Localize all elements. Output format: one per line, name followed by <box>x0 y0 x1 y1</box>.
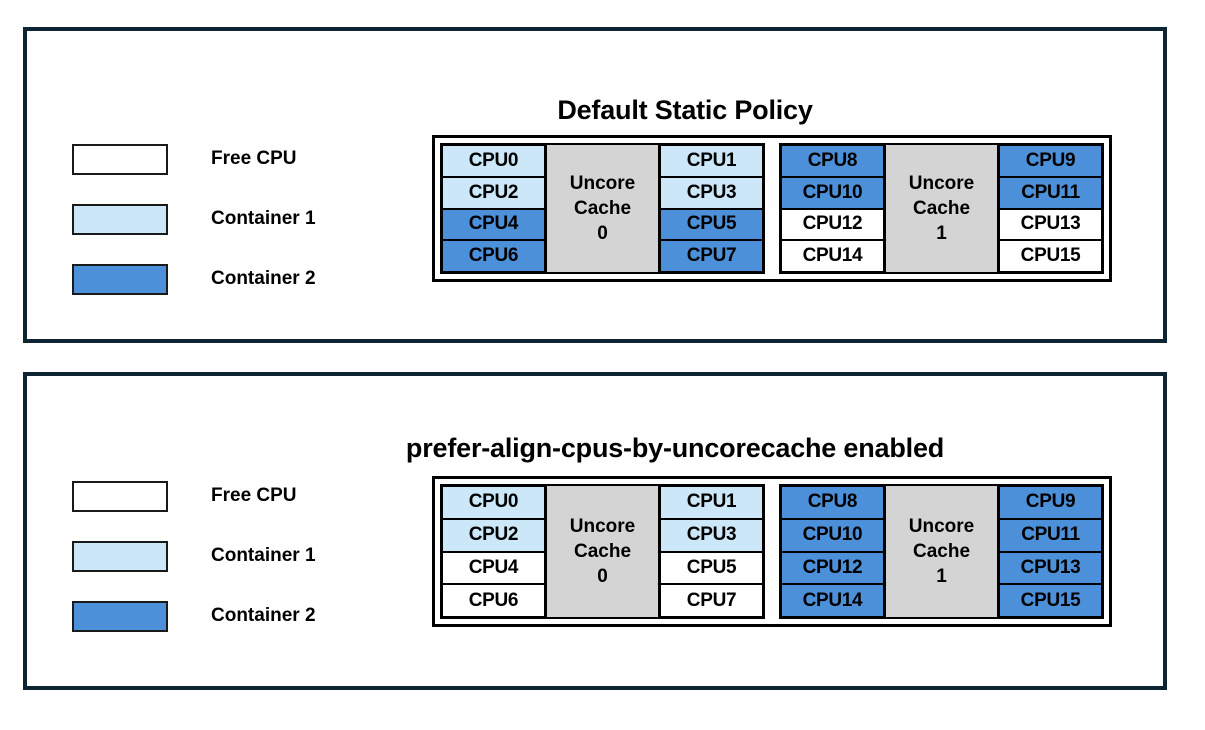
legend-label: Container 1 <box>211 208 316 229</box>
uncore-cache-index: 0 <box>597 223 608 245</box>
cpu-cell-cpu13: CPU13 <box>998 207 1103 242</box>
cpu-cell-cpu0: CPU0 <box>441 144 546 178</box>
diagram-panel-default-static-policy: Default Static Policy Free CPU Container … <box>23 27 1167 343</box>
cpu-cell-cpu11: CPU11 <box>998 175 1103 210</box>
cpu-cell-cpu7: CPU7 <box>659 239 764 273</box>
uncore-cache-label-line1: Uncore <box>569 172 636 194</box>
cpu-cell-cpu15: CPU15 <box>998 583 1103 618</box>
legend-item: Container 1 <box>72 189 316 249</box>
cpu-cell-cpu10: CPU10 <box>780 517 885 553</box>
uncore-cache-label-line1: Uncore <box>569 515 636 537</box>
uncore-cache-index: 1 <box>936 223 947 245</box>
legend-label: Free CPU <box>211 485 297 506</box>
cpu-cell-cpu9: CPU9 <box>998 485 1103 520</box>
legend-swatch-c1 <box>72 540 168 572</box>
legend-label: Container 2 <box>211 605 316 626</box>
uncore-cache-label-line2: Cache <box>912 197 971 219</box>
legend-swatch-c2 <box>72 263 168 295</box>
cpu-cell-cpu14: CPU14 <box>780 239 885 273</box>
legend-label: Free CPU <box>211 148 297 169</box>
legend-label: Container 1 <box>211 545 316 566</box>
legend-item: Container 1 <box>72 526 316 586</box>
legend-swatch-c2 <box>72 600 168 632</box>
cpu-cell-cpu4: CPU4 <box>441 550 546 586</box>
cpu-cell-cpu8: CPU8 <box>780 144 885 178</box>
legend-label: Container 2 <box>211 268 316 289</box>
cpu-cell-cpu6: CPU6 <box>441 583 546 618</box>
legend-swatch-free <box>72 480 168 512</box>
cpu-cell-cpu14: CPU14 <box>780 583 885 618</box>
cpu-cell-cpu2: CPU2 <box>441 175 546 210</box>
legend-item: Free CPU <box>72 466 316 526</box>
legend: Free CPU Container 1 Container 2 <box>72 129 316 309</box>
cpu-cell-cpu4: CPU4 <box>441 207 546 242</box>
legend-swatch-free <box>72 143 168 175</box>
cpu-cell-cpu1: CPU1 <box>659 485 764 520</box>
cpu-cell-cpu12: CPU12 <box>780 550 885 586</box>
cpu-cell-cpu7: CPU7 <box>659 583 764 618</box>
cpu-cell-cpu11: CPU11 <box>998 517 1103 553</box>
legend-item: Free CPU <box>72 129 316 189</box>
legend-item: Container 2 <box>72 586 316 646</box>
uncore-cache-index: 1 <box>936 566 947 588</box>
cpu-cell-cpu12: CPU12 <box>780 207 885 242</box>
page-title: prefer-align-cpus-by-uncorecache enabled <box>405 433 945 464</box>
uncore-cache-index: 0 <box>597 566 608 588</box>
page-title: Default Static Policy <box>557 95 813 126</box>
legend: Free CPU Container 1 Container 2 <box>72 466 316 646</box>
cpu-cell-cpu1: CPU1 <box>659 144 764 178</box>
uncore-cache-label-line2: Cache <box>573 540 632 562</box>
cpu-cell-cpu5: CPU5 <box>659 207 764 242</box>
uncore-cache-label-line1: Uncore <box>908 515 975 537</box>
cpu-cell-cpu3: CPU3 <box>659 517 764 553</box>
cpu-cell-cpu13: CPU13 <box>998 550 1103 586</box>
legend-swatch-c1 <box>72 203 168 235</box>
cpu-cell-cpu15: CPU15 <box>998 239 1103 273</box>
cpu-cell-cpu10: CPU10 <box>780 175 885 210</box>
cpu-cell-cpu3: CPU3 <box>659 175 764 210</box>
legend-item: Container 2 <box>72 249 316 309</box>
uncore-cache-label-line2: Cache <box>912 540 971 562</box>
cpu-cell-cpu2: CPU2 <box>441 517 546 553</box>
uncore-cache-label-line1: Uncore <box>908 172 975 194</box>
cpu-cell-cpu0: CPU0 <box>441 485 546 520</box>
cpu-cell-cpu6: CPU6 <box>441 239 546 273</box>
cpu-cell-cpu5: CPU5 <box>659 550 764 586</box>
diagram-panel-prefer-align-cpus-by-uncorecache: prefer-align-cpus-by-uncorecache enabled… <box>23 372 1167 690</box>
cpu-cell-cpu9: CPU9 <box>998 144 1103 178</box>
cpu-cell-cpu8: CPU8 <box>780 485 885 520</box>
uncore-cache-label-line2: Cache <box>573 197 632 219</box>
